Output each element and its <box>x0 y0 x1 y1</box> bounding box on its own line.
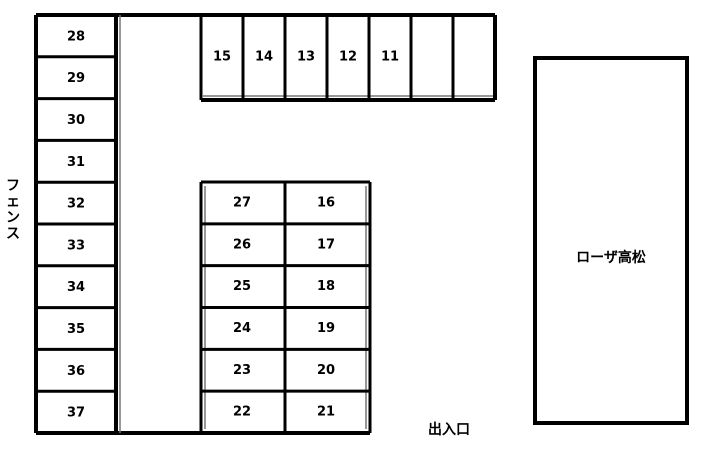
stall-number: 16 <box>317 195 335 210</box>
stall-number: 26 <box>233 237 251 252</box>
stall-number: 34 <box>67 280 85 295</box>
stall-number: 18 <box>317 279 335 294</box>
stall-number: 20 <box>317 363 335 378</box>
building-label: ローザ高松 <box>576 250 646 266</box>
stall-number: 11 <box>381 50 399 65</box>
stall-number: 22 <box>233 405 251 420</box>
middle-block-stalls: 27 26 25 24 23 22 16 17 18 19 20 21 <box>199 180 372 433</box>
stall-number: 36 <box>67 364 85 379</box>
stall-number: 32 <box>67 197 85 212</box>
fence-label-text: フェンス <box>6 178 20 242</box>
top-row-stalls: 15 14 13 12 11 <box>199 15 495 102</box>
left-column-stalls: 28 29 30 31 32 33 34 35 36 37 <box>36 15 121 433</box>
stall-number: 35 <box>67 322 85 337</box>
stall-number: 33 <box>67 238 85 253</box>
stall-number: 19 <box>317 321 335 336</box>
stall-number: 21 <box>317 405 335 420</box>
stall-number: 27 <box>233 195 251 210</box>
stall-number: 37 <box>67 406 85 421</box>
stall-number: 31 <box>67 155 85 170</box>
entrance-label: 出入口 <box>428 422 470 438</box>
stall-number: 25 <box>233 279 251 294</box>
stall-number: 28 <box>67 29 85 44</box>
stall-number: 15 <box>213 50 231 65</box>
stall-number: 13 <box>297 50 315 65</box>
stall-number: 29 <box>67 71 85 86</box>
stall-number: 30 <box>67 113 85 128</box>
stall-number: 17 <box>317 237 335 252</box>
stall-number: 12 <box>339 50 357 65</box>
building-outline <box>533 56 689 425</box>
stall-number: 14 <box>255 50 273 65</box>
fence-label: フェンス <box>5 178 21 242</box>
stall-number: 23 <box>233 363 251 378</box>
stall-number: 24 <box>233 321 251 336</box>
